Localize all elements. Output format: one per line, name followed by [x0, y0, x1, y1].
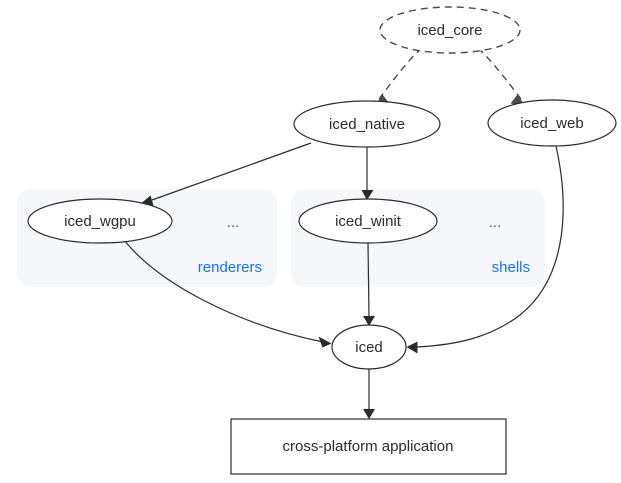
node-iced-native[interactable]: iced_native: [293, 100, 441, 148]
node-iced-winit-shape[interactable]: [298, 198, 438, 244]
node-iced-wgpu-shape[interactable]: [27, 198, 173, 244]
edge-core-to-native-line: [378, 47, 423, 100]
cluster-shells-label: shells: [492, 259, 530, 276]
edge-web-to-iced: [406, 145, 564, 354]
node-iced-winit[interactable]: iced_winit: [298, 198, 438, 244]
node-iced-web[interactable]: iced_web: [487, 99, 617, 147]
edge-iced-to-application: [363, 369, 375, 419]
edge-winit-to-iced-arrowhead: [363, 316, 375, 326]
edge-winit-to-iced-line: [367, 242, 370, 317]
shells-more-ellipsis: ...: [489, 214, 502, 231]
node-iced-core-shape[interactable]: [379, 6, 521, 54]
edge-native-to-wgpu-line: [151, 142, 312, 201]
edge-web-to-iced-arrowhead: [406, 341, 418, 354]
edge-iced-to-application-arrowhead: [363, 409, 375, 419]
node-application[interactable]: cross-platform application: [230, 418, 507, 475]
node-iced-wgpu[interactable]: iced_wgpu: [27, 198, 173, 244]
edge-core-to-web: [477, 47, 526, 107]
edge-native-to-winit: [361, 147, 374, 200]
edge-winit-to-iced: [363, 242, 375, 326]
edge-wgpu-to-iced-line: [123, 239, 324, 343]
node-iced[interactable]: iced: [331, 324, 407, 370]
edge-wgpu-to-iced: [123, 239, 332, 348]
node-iced-shape[interactable]: [331, 324, 407, 370]
cluster-renderers-label: renderers: [198, 259, 262, 276]
node-iced-web-shape[interactable]: [487, 99, 617, 147]
edge-native-to-winit-arrowhead: [361, 190, 374, 200]
node-iced-native-shape[interactable]: [293, 100, 441, 148]
edge-web-to-iced-line: [416, 145, 564, 348]
node-application-shape[interactable]: [230, 418, 507, 475]
node-iced-core[interactable]: iced_core: [379, 6, 521, 54]
renderers-more-ellipsis: ...: [227, 214, 240, 231]
node-application-label: cross-platform application: [283, 438, 454, 455]
edge-wgpu-to-iced-arrowhead: [318, 336, 332, 348]
edge-core-to-web-line: [477, 47, 522, 100]
edge-core-to-native: [374, 47, 423, 107]
